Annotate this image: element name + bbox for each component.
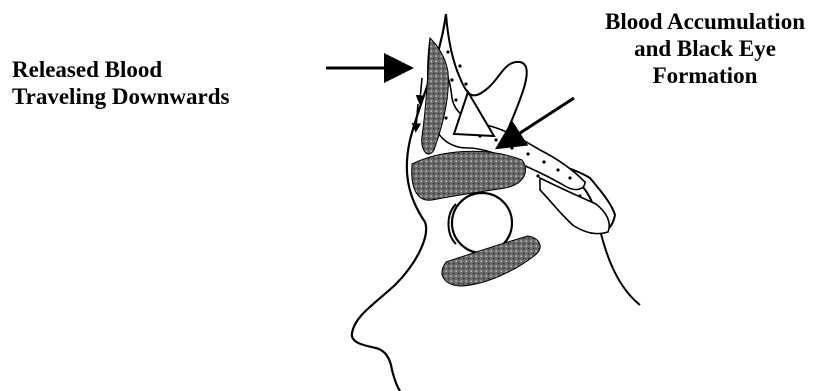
downward-arrow-1 [420, 78, 422, 100]
downward-arrow-2 [416, 104, 418, 128]
upper-eyelid-bruise [412, 151, 526, 200]
sinus-triangle [454, 92, 494, 136]
